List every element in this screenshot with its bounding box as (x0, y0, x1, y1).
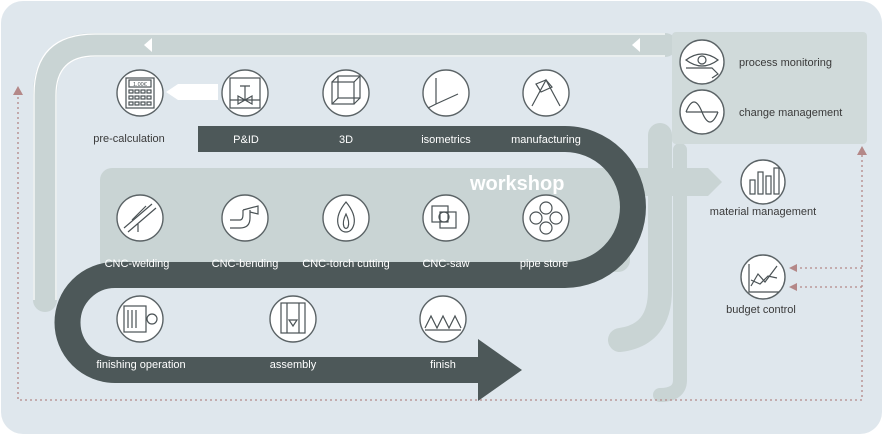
sine-wave-icon (679, 89, 725, 135)
label-process-monitoring: process monitoring (739, 57, 832, 69)
finish-icon (419, 295, 467, 343)
label-3d: 3D (339, 134, 353, 146)
eye-icon (679, 39, 725, 85)
control-arrow (857, 146, 867, 155)
control-arrow (789, 264, 797, 272)
label-change-management: change management (739, 107, 842, 119)
saw-icon (422, 194, 470, 242)
label-finish: finish (430, 359, 456, 371)
hammer-icon (522, 69, 570, 117)
pid-schematic-icon (221, 69, 269, 117)
control-loop (17, 92, 863, 401)
outer-loop (33, 33, 687, 402)
label-pid: P&ID (233, 134, 259, 146)
calculator-icon: 1.00€ (116, 69, 164, 117)
outer-loop-arrow (632, 38, 640, 52)
outer-loop-arrow (144, 38, 152, 52)
workshop-flow (54, 126, 646, 383)
label-pre-calculation: pre-calculation (93, 133, 165, 145)
label-manufacturing: manufacturing (511, 134, 581, 146)
isometric-axes-icon (422, 69, 470, 117)
label-cnc-welding: CNC-welding (105, 258, 170, 270)
assembly-icon (269, 295, 317, 343)
finishing-icon (116, 295, 164, 343)
label-cnc-bending: CNC-bending (212, 258, 279, 270)
workshop-label: workshop (469, 173, 564, 195)
pre-calculation-arrow (166, 84, 218, 100)
label-finishing-operation: finishing operation (96, 359, 185, 371)
label-pipe-store: pipe store (520, 258, 568, 270)
calculator-display: 1.00€ (133, 82, 147, 88)
label-cnc-torch-cutting: CNC-torch cutting (302, 258, 389, 270)
control-arrow (13, 86, 23, 95)
bent-pipe-icon (221, 194, 269, 242)
outer-loop-edges (33, 33, 665, 300)
label-assembly: assembly (270, 359, 317, 371)
label-material-management: material management (710, 206, 816, 218)
pipe-bundle-icon (522, 194, 570, 242)
flame-icon (322, 194, 370, 242)
label-cnc-saw: CNC-saw (422, 258, 469, 270)
bar-chart-icon (740, 159, 786, 205)
welding-torch-icon (116, 194, 164, 242)
label-budget-control: budget control (726, 304, 796, 316)
line-chart-icon (740, 254, 786, 300)
workshop-arrowhead (478, 339, 522, 401)
control-arrow (789, 283, 797, 291)
label-isometrics: isometrics (421, 134, 471, 146)
cube-icon (322, 69, 370, 117)
